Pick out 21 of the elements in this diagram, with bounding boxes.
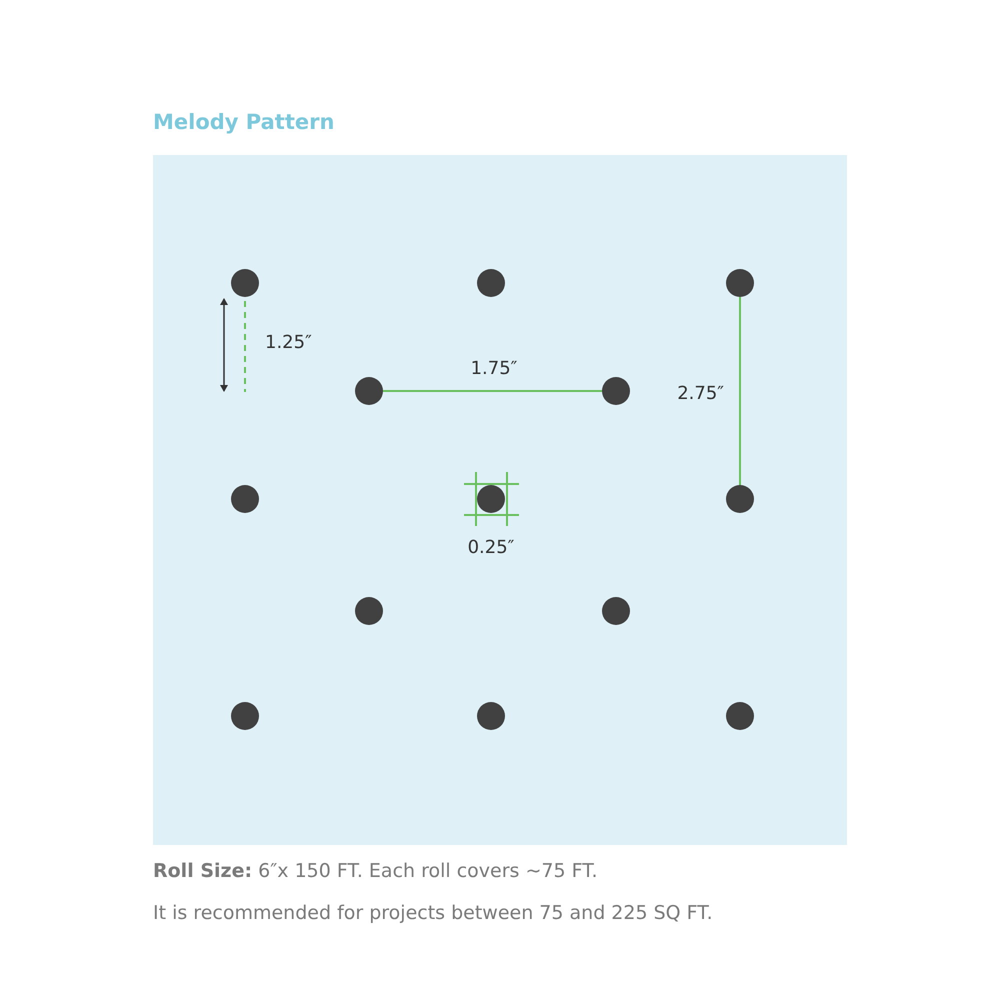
dimension-label: 0.25″ [468,537,514,559]
dot [726,702,754,730]
dot [477,269,505,297]
pattern-panel [153,155,847,845]
dot [477,485,505,513]
roll-size-note: Roll Size: 6″x 150 FT. Each roll covers ~75 FT. [153,860,598,882]
dot [231,702,259,730]
dot [231,269,259,297]
dot [355,597,383,625]
dot [602,377,630,405]
title: Melody Pattern [153,110,334,134]
dot [726,269,754,297]
recommendation-note: It is recommended for projects between 75 and 225 SQ FT. [153,902,713,924]
dot [231,485,259,513]
dot [602,597,630,625]
dimension-label: 1.25″ [265,332,312,354]
dot [477,702,505,730]
dimension-label: 1.75″ [470,358,518,380]
dot [726,485,754,513]
dot [355,377,383,405]
dimension-label: 2.75″ [677,383,724,405]
